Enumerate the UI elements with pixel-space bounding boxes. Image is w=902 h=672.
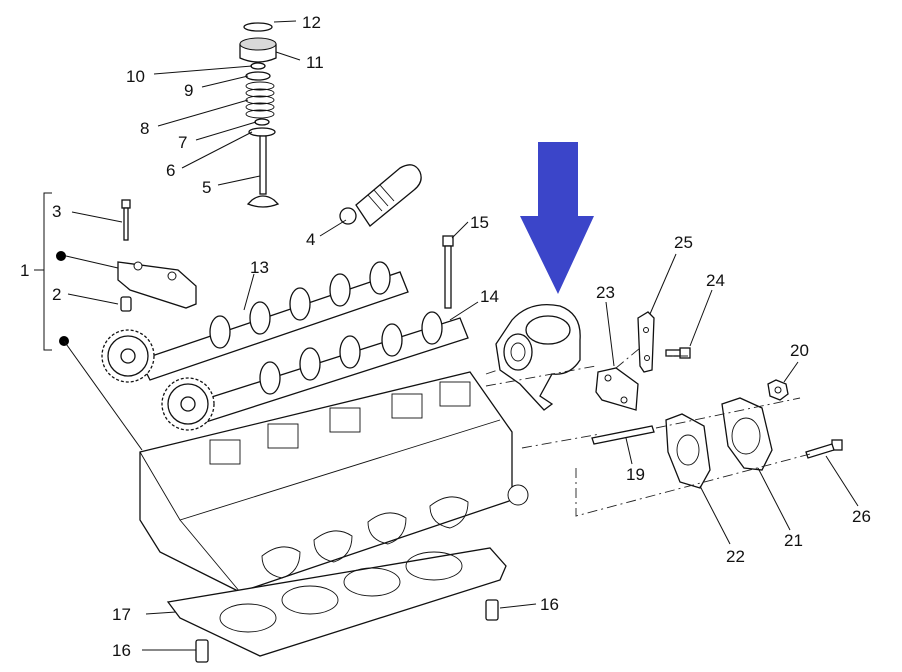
- head-gasket: [166, 547, 507, 657]
- callout-1: 1: [20, 261, 29, 280]
- camshaft-13: [139, 261, 409, 381]
- callout-25: 25: [674, 233, 693, 252]
- callout-12: 12: [302, 13, 321, 32]
- callout-17: 17: [112, 605, 131, 624]
- bolt-26: [805, 439, 843, 459]
- cam-gear-lower: [161, 377, 215, 431]
- cam-gear-upper: [101, 329, 155, 383]
- nut-20: [767, 379, 789, 401]
- sensor-bracket-25: [637, 311, 655, 373]
- callout-9: 9: [184, 81, 193, 100]
- alignment-lines: [485, 347, 811, 517]
- valve-assembly: [239, 22, 280, 208]
- leader-lines: [34, 20, 859, 651]
- callout-2: 2: [52, 285, 61, 304]
- bracket-23: [595, 367, 639, 411]
- stud-19: [591, 425, 655, 445]
- callout-14: 14: [480, 287, 499, 306]
- highlight-arrow: [520, 142, 594, 294]
- cylinder-head: [139, 371, 529, 593]
- callout-20: 20: [790, 341, 809, 360]
- bolt-24: [665, 347, 691, 359]
- callout-6: 6: [166, 161, 175, 180]
- callout-19: 19: [626, 465, 645, 484]
- callout-8: 8: [140, 119, 149, 138]
- callout-23: 23: [596, 283, 615, 302]
- callout-11: 11: [306, 53, 324, 72]
- callout-7: 7: [178, 133, 187, 152]
- callout-4: 4: [306, 230, 315, 249]
- callout-5: 5: [202, 178, 211, 197]
- callout-16-right: 16: [540, 595, 559, 614]
- callout-10: 10: [126, 67, 145, 86]
- dowel-pins: [195, 599, 499, 663]
- housing-cover-21: [721, 397, 773, 471]
- callout-13: 13: [250, 258, 269, 277]
- callout-26: 26: [852, 507, 871, 526]
- bearing-cap-assembly: [43, 192, 197, 351]
- callout-15: 15: [470, 213, 489, 232]
- callout-21: 21: [784, 531, 803, 550]
- gasket-22: [665, 413, 711, 489]
- hydraulic-lifter: [339, 164, 422, 227]
- callout-16-left: 16: [112, 641, 131, 660]
- callout-22: 22: [726, 547, 745, 566]
- stud-15: [442, 235, 454, 309]
- callout-3: 3: [52, 202, 61, 221]
- cam-phaser-actuator: [495, 303, 581, 411]
- callout-24: 24: [706, 271, 725, 290]
- callout-labels: 12 11 10 9 8 7 6 5 4 3 2 1 13 14 15 16 1…: [20, 13, 871, 660]
